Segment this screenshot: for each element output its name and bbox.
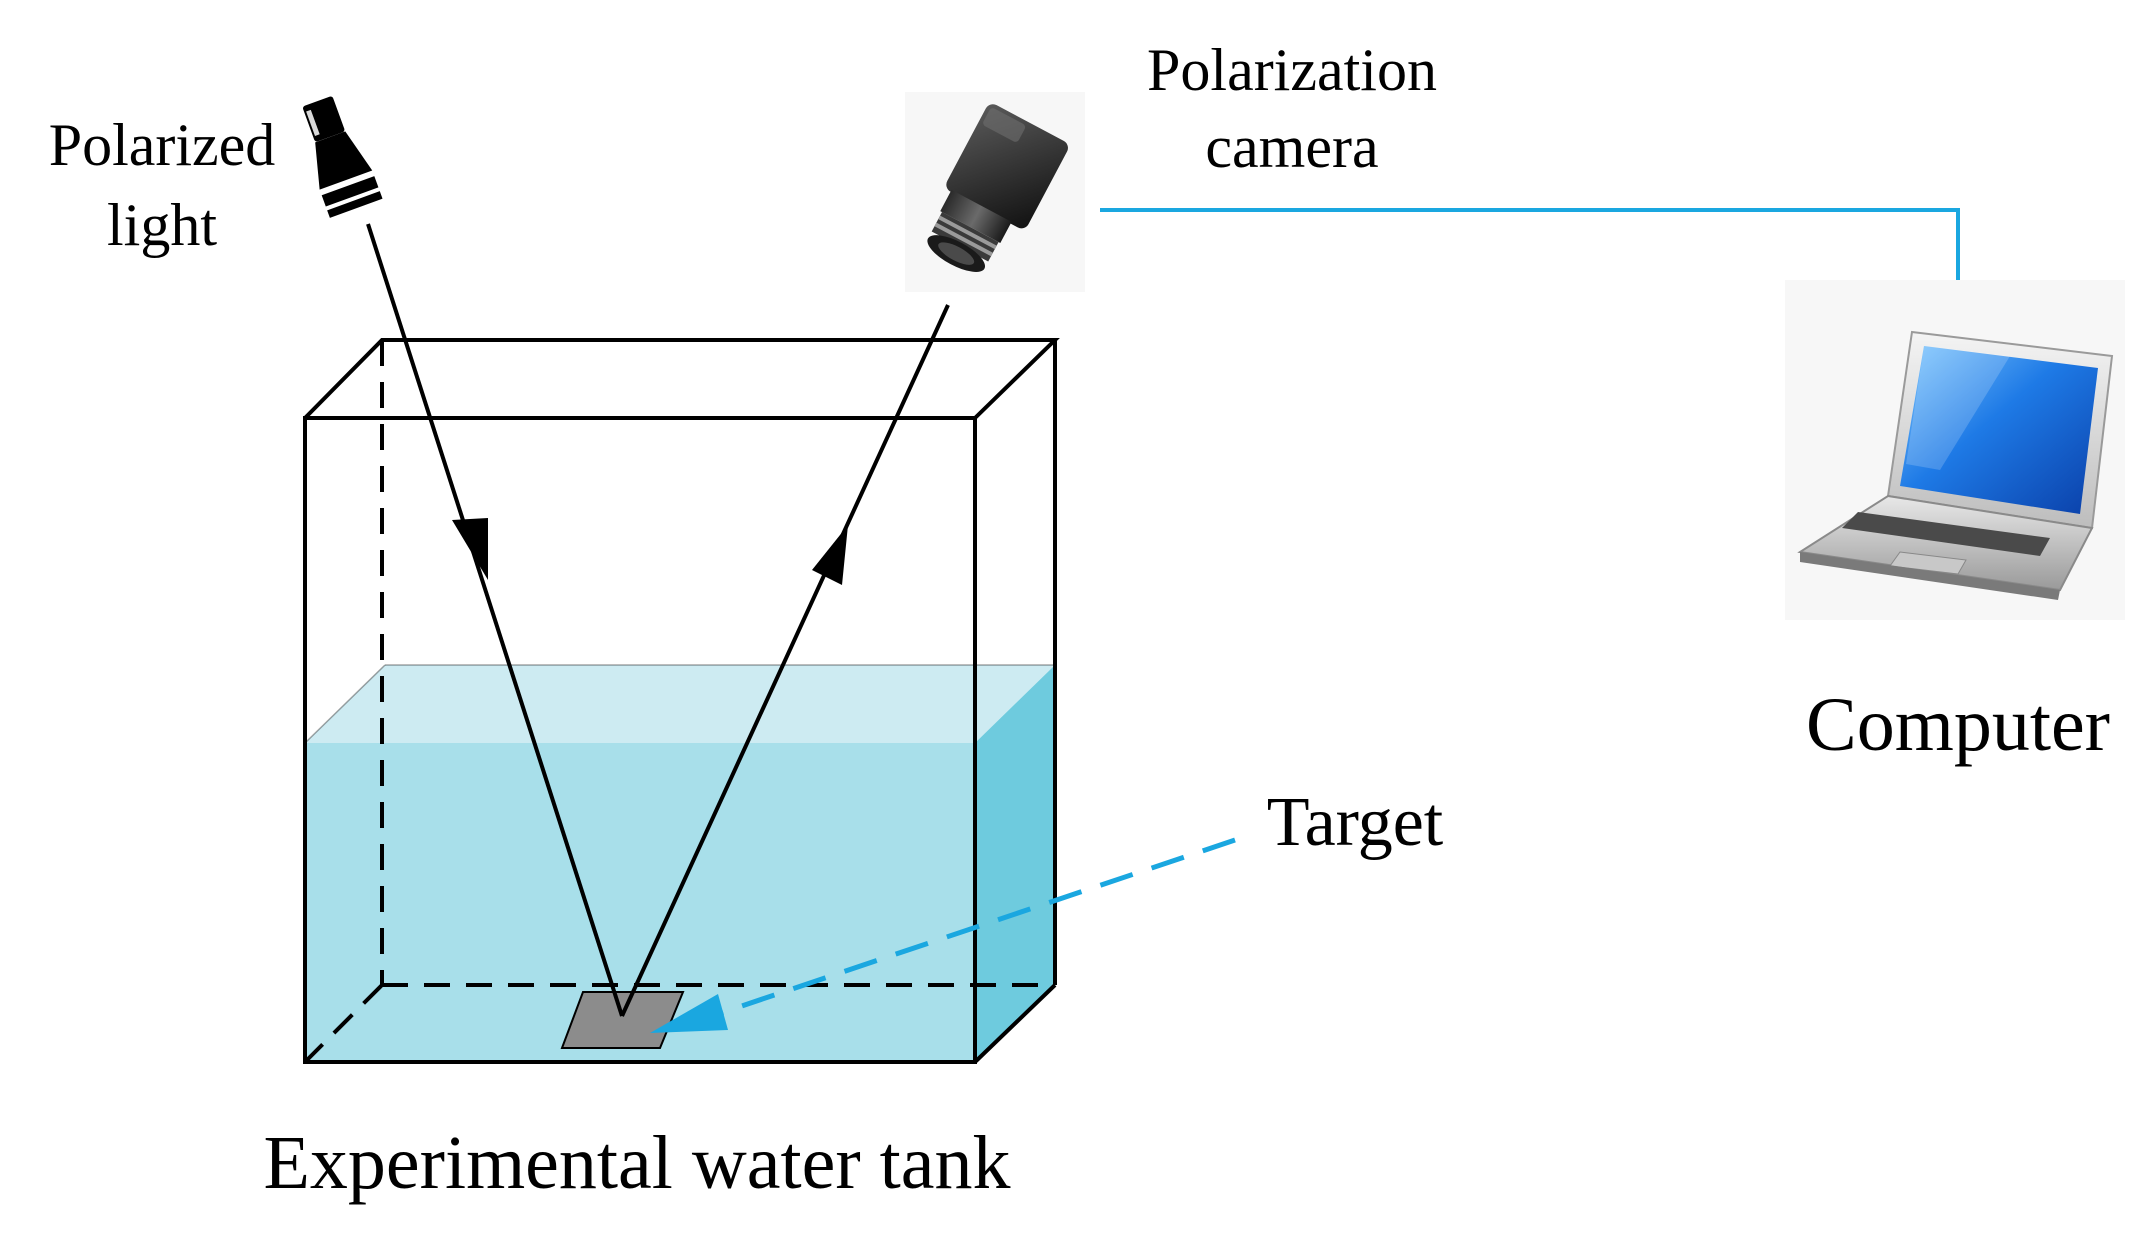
target-label: Target xyxy=(1267,784,1444,861)
polarization-camera-label-line2: camera xyxy=(1205,114,1378,180)
camera-computer-connection xyxy=(1100,208,1960,280)
tank-label: Experimental water tank xyxy=(263,1121,1010,1205)
tank-hidden-edges xyxy=(303,340,1055,1064)
water-top-surface xyxy=(305,665,1055,743)
polarized-light-label-line2: light xyxy=(107,192,217,258)
water-side-face xyxy=(975,665,1055,1062)
laptop-icon xyxy=(1785,280,2125,620)
computer-label: Computer xyxy=(1806,683,2110,767)
polarization-camera-label-line1: Polarization xyxy=(1147,37,1437,103)
target-plate xyxy=(560,991,685,1049)
target-arrowhead xyxy=(650,994,728,1033)
reflected-ray xyxy=(620,304,950,1017)
polarized-light-label-line1: Polarized xyxy=(49,112,276,178)
incident-ray-arrowhead xyxy=(452,518,488,580)
light-path xyxy=(366,223,950,1017)
camera-icon xyxy=(905,92,1085,292)
tank-outline xyxy=(303,338,1060,1064)
reflected-ray-arrowhead xyxy=(812,525,848,585)
target-dashed-line xyxy=(699,837,1236,1023)
water-tank xyxy=(303,338,1060,1064)
water-surface-edge xyxy=(304,664,386,744)
incident-ray xyxy=(366,223,624,1017)
flashlight-icon xyxy=(303,96,383,218)
target-pointer xyxy=(650,837,1236,1033)
